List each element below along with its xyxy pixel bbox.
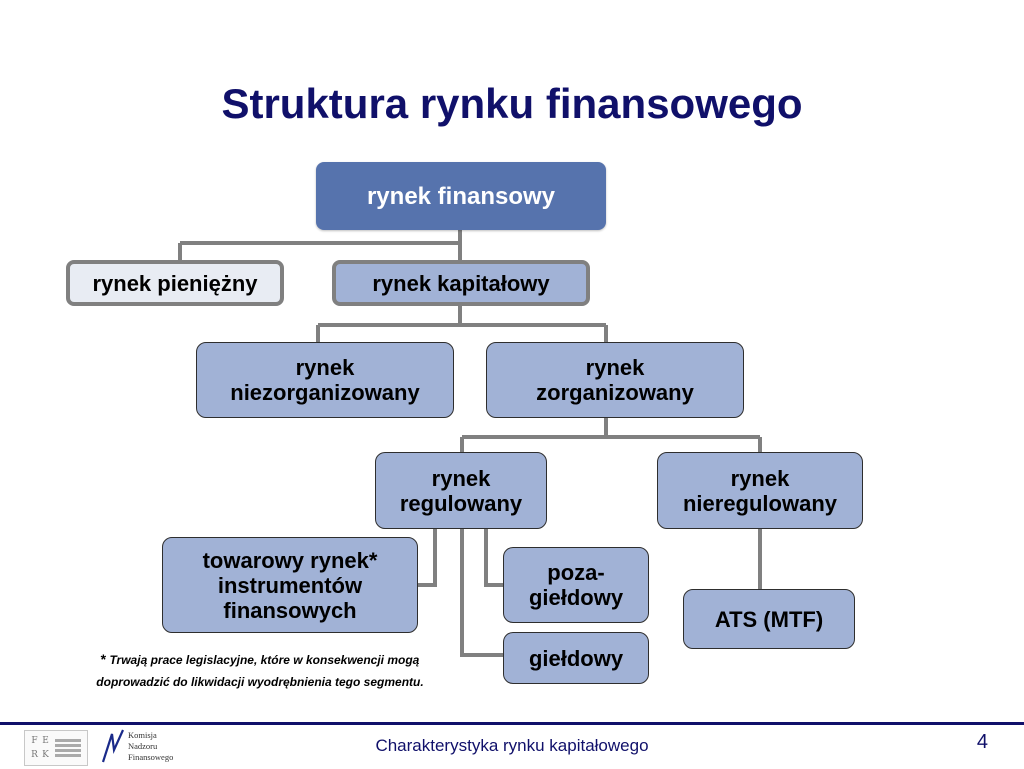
node-rynek-regulowany: rynek regulowany — [375, 452, 547, 529]
node-rynek-niezorganizowany: rynek niezorganizowany — [196, 342, 454, 418]
footnote-asterisk: * — [100, 651, 107, 667]
footnote-text-1: Trwają prace legislacyjne, które w konse… — [109, 653, 420, 667]
footer-title: Charakterystyka rynku kapitałowego — [375, 736, 649, 755]
node-gieldowy: giełdowy — [503, 632, 649, 684]
connector-root — [178, 230, 462, 262]
node-pozagieldowy: poza- giełdowy — [503, 547, 649, 623]
footnote: * Trwają prace legislacyjne, które w kon… — [60, 651, 460, 689]
connector-capital — [316, 304, 608, 342]
node-rynek-pieniezny: rynek pieniężny — [66, 260, 284, 306]
node-ats-mtf: ATS (MTF) — [683, 589, 855, 649]
slide-title: Struktura rynku finansowego — [221, 80, 803, 127]
node-rynek-finansowy: rynek finansowy — [316, 162, 606, 230]
footer-divider — [0, 722, 1024, 725]
node-rynek-kapitalowy: rynek kapitałowy — [332, 260, 590, 306]
node-rynek-zorganizowany: rynek zorganizowany — [486, 342, 744, 418]
node-towarowy-rynek: towarowy rynek* instrumentów finansowych — [162, 537, 418, 633]
footnote-line-1: * Trwają prace legislacyjne, które w kon… — [60, 651, 460, 667]
knf-logo: Komisja Nadzoru Finansowego — [100, 728, 180, 766]
connector-regulated — [418, 528, 504, 657]
knf-swoosh-icon — [101, 729, 125, 763]
node-rynek-nieregulowany: rynek nieregulowany — [657, 452, 863, 529]
page-number: 4 — [976, 731, 988, 753]
knf-logo-text: Komisja Nadzoru Finansowego — [128, 730, 174, 762]
footnote-text-2: doprowadzić do likwidacji wyodrębnienia … — [96, 675, 424, 689]
connector-organized — [460, 417, 762, 452]
